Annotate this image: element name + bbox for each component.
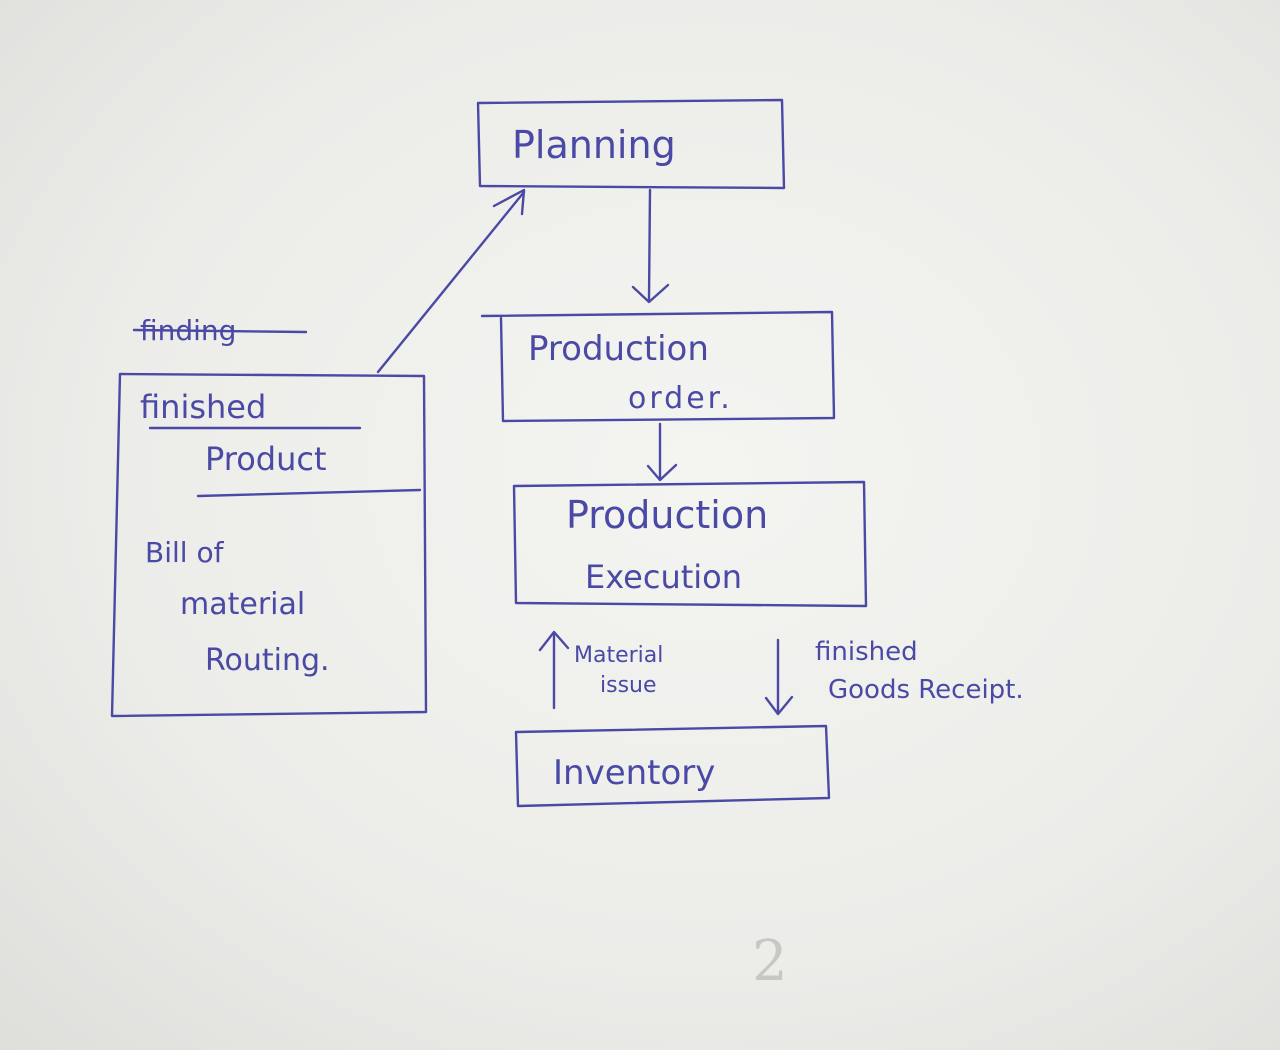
production-order-node: Production order. [480,310,836,423]
bill-of-label: Bill of [145,536,225,569]
production-order-line1: Production [528,329,709,369]
arrow-order-to-execution [646,422,678,482]
material-label: material [180,587,305,622]
arrow-head [492,188,526,216]
planning-label: Planning [512,123,676,167]
page-mark: 2 [752,929,788,994]
arrow-head [631,283,670,304]
inventory-label: Inventory [553,753,715,793]
production-execution-line2: Execution [585,558,742,596]
header-divider [196,488,422,498]
production-execution-line1: Production [566,493,768,537]
inventory-box [514,724,831,808]
arrow-line [376,190,526,374]
arrow-planning-to-order [631,188,670,304]
planning-node: Planning [476,98,786,190]
finished-goods-receipt-line2: Goods Receipt. [828,675,1024,705]
finished-product-title-line1: finished [140,388,266,426]
production-execution-box [512,480,868,608]
finished-product-node: finding finished Product Bill of materia… [110,314,428,718]
arrow-line [647,188,652,302]
strike-through-line [132,328,308,334]
material-issue-edge: Material issue [538,630,663,710]
routing-label: Routing. [205,643,330,678]
material-issue-line1: Material [574,643,663,668]
production-order-line2: order. [628,381,733,416]
arrow-head [764,695,794,716]
finished-product-title-line2: Product [205,440,327,478]
arrow-head [646,463,678,482]
arrow-product-to-planning [376,188,526,374]
production-order-box [480,310,836,423]
finished-goods-receipt-line1: finished [815,637,918,667]
inventory-node: Inventory [514,724,831,808]
material-issue-line2: issue [600,673,657,698]
production-execution-node: Production Execution [512,480,868,608]
finished-goods-receipt-edge: finished Goods Receipt. [764,637,1024,716]
planning-box [476,98,786,190]
finished-product-box [110,372,428,718]
arrow-head [538,630,570,652]
